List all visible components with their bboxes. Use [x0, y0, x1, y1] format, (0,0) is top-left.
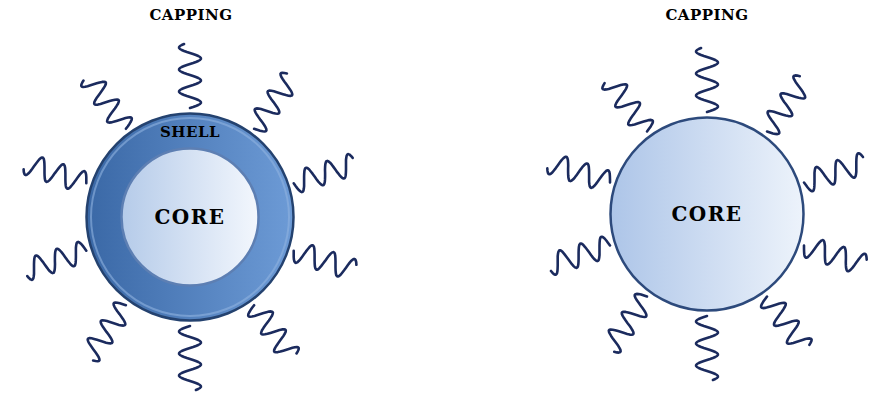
capping-ligand — [804, 153, 863, 191]
capping-ligand — [24, 158, 87, 189]
capping-ligand — [179, 44, 201, 108]
shell-label: SHELL — [85, 123, 295, 141]
shell-circle: SHELL CORE — [85, 112, 295, 322]
core-label: CORE — [609, 202, 805, 226]
capping-ligand — [88, 303, 126, 362]
core-label: CORE — [120, 205, 260, 229]
capping-ligand — [761, 297, 812, 345]
capping-ligand — [547, 157, 610, 188]
capping-ligand — [804, 240, 867, 271]
capping-ligand — [602, 83, 653, 131]
capping-ligand — [248, 305, 299, 353]
capping-ligand — [767, 75, 805, 134]
capping-ligand — [81, 81, 132, 129]
capping-ligand — [609, 294, 647, 353]
core-circle: CORE — [120, 147, 260, 287]
capping-ligand — [551, 237, 610, 275]
capping-ligand — [179, 326, 201, 390]
capping-ligand — [27, 242, 86, 280]
capping-ligand — [294, 245, 357, 276]
capping-heading: CAPPING — [149, 6, 232, 24]
capping-ligand — [294, 154, 353, 192]
capping-ligand — [696, 48, 718, 112]
capping-ligand — [696, 316, 718, 380]
capping-heading: CAPPING — [665, 6, 748, 24]
core-circle: CORE — [609, 116, 805, 312]
capping-ligand — [254, 73, 292, 132]
